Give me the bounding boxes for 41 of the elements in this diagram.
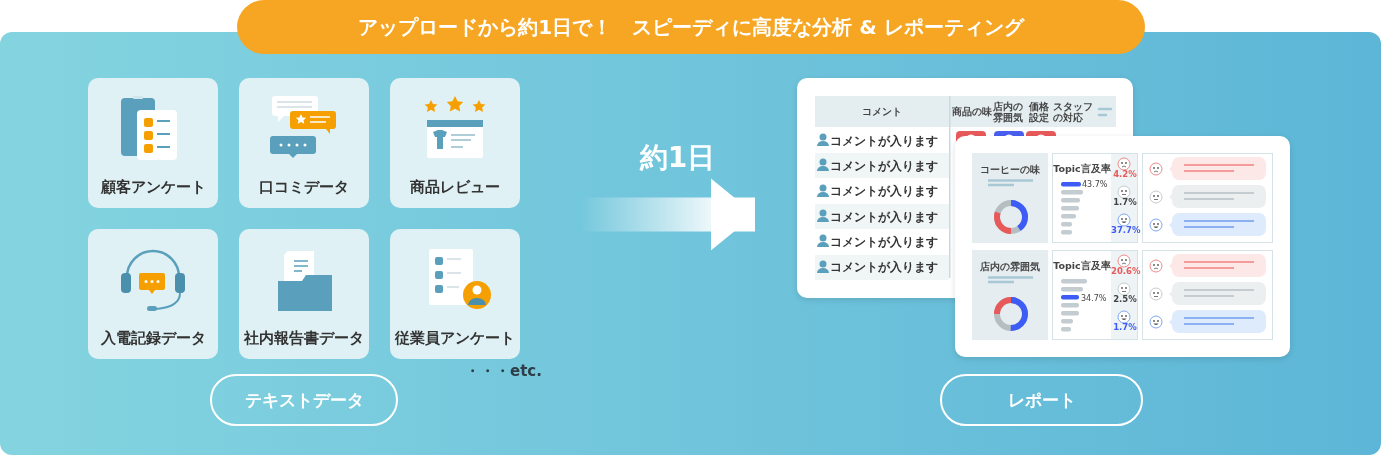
edge-label: 約1日 xyxy=(639,140,716,177)
panel-heading: 店内の雰囲気 xyxy=(979,261,1041,272)
comment-text: コメントが入ります xyxy=(830,184,938,199)
comment-text: コメントが入ります xyxy=(830,234,938,249)
category-pill: テキストデータ xyxy=(210,374,398,426)
report-dashboard-screenshot xyxy=(955,136,1290,357)
percentage-value: 43.7% xyxy=(1082,179,1108,190)
percentage-value: 20.6% xyxy=(1111,266,1139,277)
card-label: 商品レビュー xyxy=(409,178,501,197)
column-header: コメント xyxy=(861,106,903,117)
data-source-card xyxy=(239,229,369,359)
percentage-value: 34.7% xyxy=(1081,293,1107,304)
card-label: 顧客アンケート xyxy=(99,178,207,197)
column-header: 商品の味 xyxy=(952,106,992,117)
column-header: 価格設定 xyxy=(1029,101,1050,123)
panel-heading: コーヒーの味 xyxy=(979,164,1041,175)
percentage-value: 2.5% xyxy=(1112,294,1138,305)
percentage-value: 1.7% xyxy=(1112,322,1138,333)
data-source-card xyxy=(239,78,369,208)
data-source-card xyxy=(88,229,218,359)
panel-heading: Topic言及率 xyxy=(1052,260,1112,271)
comment-text: コメントが入ります xyxy=(830,209,938,224)
title-banner: アップロードから約1日で！ スピーディに高度な分析 & レポーティング xyxy=(237,0,1145,54)
card-label: 従業員アンケート xyxy=(394,329,516,348)
column-header: スタッフの対応 xyxy=(1053,101,1094,123)
card-label: 入電記録データ xyxy=(99,329,207,348)
card-label: 口コミデータ xyxy=(258,178,350,197)
card-label: 社内報告書データ xyxy=(243,329,365,348)
column-header: 店内の雰囲気 xyxy=(993,101,1024,123)
comment-text: コメントが入ります xyxy=(830,133,938,148)
percentage-value: 37.7% xyxy=(1111,225,1139,236)
comment-text: コメントが入ります xyxy=(830,260,938,274)
percentage-value: 4.2% xyxy=(1112,169,1138,180)
percentage-value: 1.7% xyxy=(1112,197,1138,208)
data-source-card xyxy=(390,78,520,208)
panel-heading: Topic言及率 xyxy=(1052,163,1112,174)
category-pill: レポート xyxy=(940,374,1143,426)
data-source-card xyxy=(390,229,520,359)
comment-text: コメントが入ります xyxy=(830,158,938,173)
data-source-card xyxy=(88,78,218,208)
etc-note: ・・・etc. xyxy=(465,362,542,380)
